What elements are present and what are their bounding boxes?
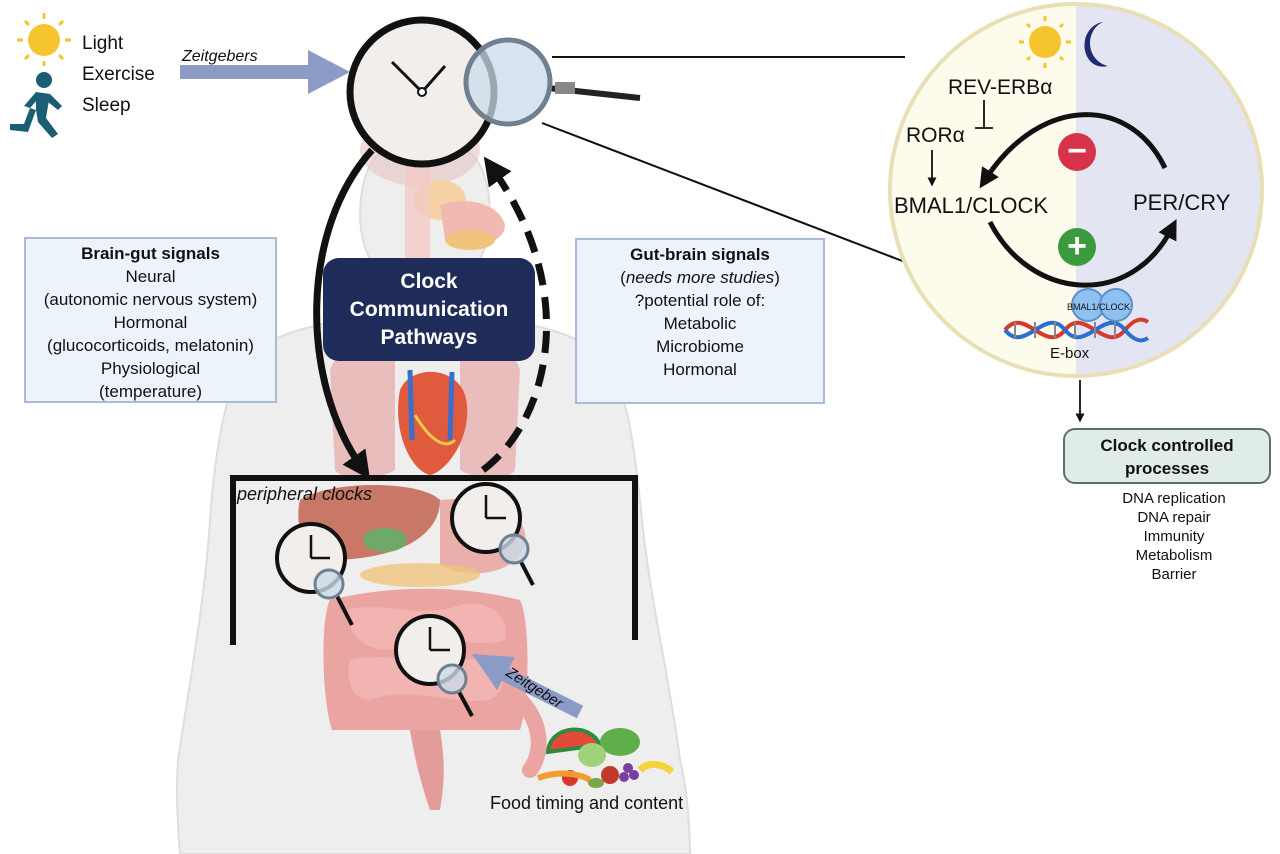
rev-erb-label: REV-ERBα	[948, 76, 1053, 99]
clock-controlled-processes-box: Clock controlled processes	[1063, 428, 1271, 484]
gut-brain-title: Gut-brain signals	[630, 245, 770, 264]
process-item: DNA repair	[1137, 509, 1211, 526]
runner-icon	[10, 72, 62, 138]
brain-gut-line: (glucocorticoids, melatonin)	[47, 336, 254, 355]
gut-brain-arrow	[480, 156, 550, 473]
food-icon	[536, 727, 675, 788]
feedback-arrow	[979, 112, 1168, 189]
gut-brain-line: Hormonal	[663, 360, 737, 379]
sun-icon	[17, 13, 71, 66]
clock-communication-pathways: Clock Communication Pathways	[323, 258, 535, 361]
inhibition-badge: −	[1058, 133, 1096, 171]
process-item: Metabolism	[1135, 547, 1213, 564]
process-item: Barrier	[1151, 566, 1197, 583]
brain-gut-line: (temperature)	[99, 382, 202, 401]
ccp-line: Pathways	[380, 326, 478, 349]
zeitgeber-sleep: Sleep	[82, 95, 131, 116]
brain-gut-box: Brain-gut signals Neural (autonomic nerv…	[24, 237, 277, 403]
protein-label: BMAL1/CLOCK	[1067, 302, 1131, 312]
food-label: Food timing and content	[490, 793, 684, 813]
brain-gut-line: Neural	[125, 267, 176, 286]
brain-gut-arrow	[313, 147, 375, 480]
process-item: Immunity	[1143, 528, 1205, 545]
zeitgebers-arrow	[180, 50, 350, 94]
zeitgebers-list: Light Exercise Sleep	[82, 28, 155, 121]
gut-brain-line: Microbiome	[656, 337, 744, 356]
zeitgebers-arrow-label: Zeitgebers	[182, 48, 258, 65]
ebox-label: E-box	[1050, 345, 1090, 362]
zeitgeber-light: Light	[82, 33, 124, 54]
sun-icon	[1019, 16, 1071, 68]
gut-brain-box: Gut-brain signals (needs more studies) ?…	[575, 238, 825, 404]
ror-label: RORα	[906, 124, 965, 147]
food-zeitgeber-arrow	[472, 654, 584, 719]
process-item: DNA replication	[1122, 490, 1226, 507]
paren: (	[620, 268, 626, 287]
processes-title: processes	[1124, 459, 1210, 478]
dna-icon	[1003, 288, 1150, 343]
ccp-line: Clock	[400, 270, 458, 293]
magnifier-icon	[463, 37, 641, 127]
gut-brain-line: Metabolic	[663, 314, 737, 333]
gut-brain-subtitle: (needs more studies)	[577, 266, 823, 289]
brain-gut-line: Physiological	[100, 359, 201, 378]
processes-title: Clock controlled	[1100, 436, 1234, 455]
brain-gut-line: Hormonal	[113, 313, 188, 332]
activation-badge: +	[1058, 228, 1096, 266]
processes-list: DNA replication DNA repair Immunity Meta…	[1074, 489, 1274, 584]
zeitgeber-exercise: Exercise	[82, 64, 155, 85]
paren: )	[774, 268, 780, 287]
bmal-clock-label: BMAL1/CLOCK	[894, 193, 1049, 218]
per-cry-label: PER/CRY	[1133, 190, 1231, 215]
brain-gut-line: (autonomic nervous system)	[43, 290, 258, 309]
moon-icon	[1084, 22, 1108, 67]
peripheral-clock-icon	[394, 614, 474, 717]
gut-brain-line: ?potential role of:	[634, 291, 766, 310]
peripheral-clocks-label: peripheral clocks	[237, 484, 373, 504]
peripheral-frame	[230, 475, 638, 645]
activation-arrow	[987, 219, 1177, 288]
peripheral-clock-icon	[450, 482, 535, 586]
ccp-line: Communication	[349, 298, 509, 321]
peripheral-clock-icon	[275, 522, 354, 626]
brain-gut-title: Brain-gut signals	[81, 244, 220, 263]
subtitle-italic: needs more studies	[625, 268, 775, 287]
